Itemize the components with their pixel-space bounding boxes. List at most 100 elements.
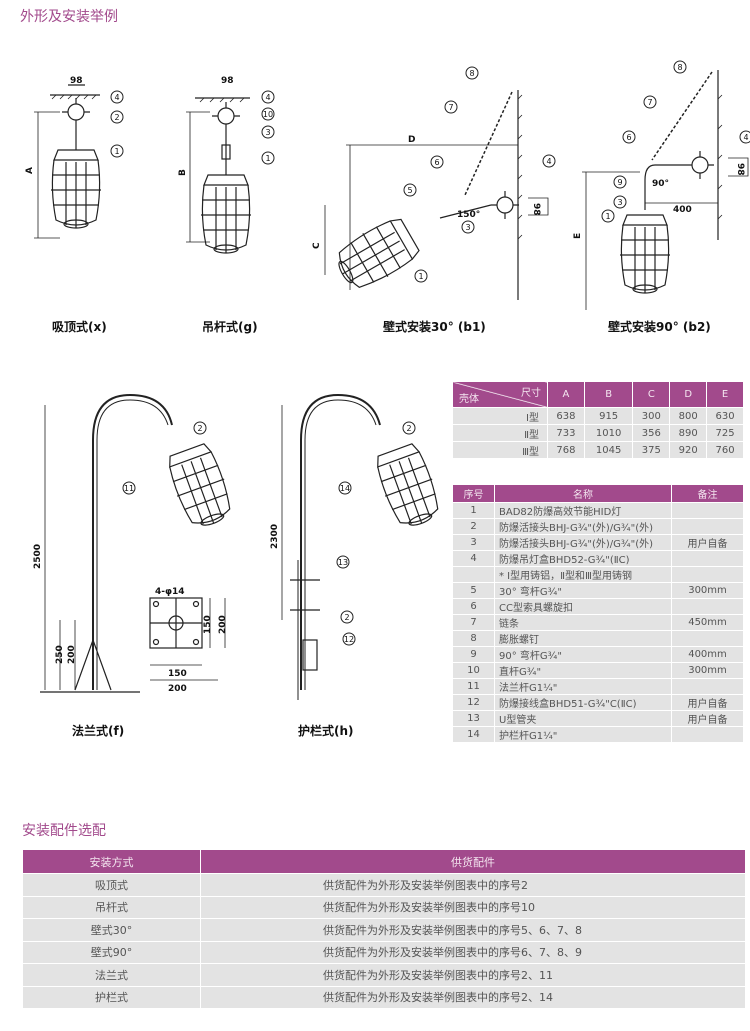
svg-text:98: 98 xyxy=(735,163,745,176)
svg-text:98: 98 xyxy=(531,203,541,216)
callout-circles xyxy=(110,60,750,646)
svg-text:8: 8 xyxy=(677,63,682,72)
svg-text:2500: 2500 xyxy=(33,544,43,569)
part-name: 护栏杆G1¼" xyxy=(494,726,672,743)
part-no: 13 xyxy=(452,710,495,727)
diagram-flange-mount xyxy=(40,393,238,693)
dim-corner: 尺寸 壳体 xyxy=(452,381,548,408)
svg-text:C: C xyxy=(312,242,322,249)
table-row: * Ⅰ型用铸铝，Ⅱ型和Ⅲ型用铸钢 xyxy=(452,566,744,583)
svg-text:E: E xyxy=(573,233,583,239)
diagram-wall-30 xyxy=(324,90,549,300)
table-row: 护栏式供货配件为外形及安装举例图表中的序号2、14 xyxy=(22,985,746,1009)
part-name: 防爆活接头BHJ-G¾"(外)/G¾"(外) xyxy=(494,518,672,535)
part-no: 2 xyxy=(452,518,495,535)
part-name: 防爆接线盒BHD51-G¾"C(ⅡC) xyxy=(494,694,672,711)
part-no xyxy=(452,566,495,583)
part-no: 4 xyxy=(452,550,495,567)
part-name: BAD82防爆高效节能HID灯 xyxy=(494,502,672,519)
svg-text:12: 12 xyxy=(344,635,354,644)
svg-text:13: 13 xyxy=(338,558,348,567)
supplied-parts: 供货配件为外形及安装举例图表中的序号5、6、7、8 xyxy=(200,918,746,942)
table-row: 壁式90°供货配件为外形及安装举例图表中的序号6、7、8、9 xyxy=(22,940,746,964)
part-no: 1 xyxy=(452,502,495,519)
install-method: 吊杆式 xyxy=(22,895,201,919)
part-name: 法兰杆G1¼" xyxy=(494,678,672,695)
diagram-railing-mount xyxy=(281,393,446,700)
install-method: 壁式90° xyxy=(22,940,201,964)
part-no: 9 xyxy=(452,646,495,663)
part-note xyxy=(671,630,744,647)
install-method: 吸顶式 xyxy=(22,873,201,897)
svg-text:2300: 2300 xyxy=(270,524,280,549)
table-row: 法兰式供货配件为外形及安装举例图表中的序号2、11 xyxy=(22,963,746,987)
svg-text:7: 7 xyxy=(448,103,453,112)
svg-text:3: 3 xyxy=(465,223,470,232)
svg-text:400: 400 xyxy=(673,205,692,215)
svg-text:200: 200 xyxy=(67,645,77,664)
svg-text:150: 150 xyxy=(168,669,187,679)
svg-text:250: 250 xyxy=(55,645,65,664)
part-no: 3 xyxy=(452,534,495,551)
supplied-parts: 供货配件为外形及安装举例图表中的序号6、7、8、9 xyxy=(200,940,746,964)
diagram-ceiling-mount xyxy=(34,84,102,239)
part-name: U型管夹 xyxy=(494,710,672,727)
supplied-parts: 供货配件为外形及安装举例图表中的序号2、14 xyxy=(200,985,746,1009)
svg-text:150: 150 xyxy=(203,615,213,634)
diagram-pendant-rod xyxy=(186,97,252,254)
part-note: 450mm xyxy=(671,614,744,631)
part-name: 90° 弯杆G¾" xyxy=(494,646,672,663)
svg-text:1: 1 xyxy=(418,272,423,281)
supplied-parts: 供货配件为外形及安装举例图表中的序号2 xyxy=(200,873,746,897)
svg-text:5: 5 xyxy=(407,186,412,195)
part-note xyxy=(671,518,744,535)
section-title-outline: 外形及安装举例 xyxy=(20,9,118,25)
svg-text:2: 2 xyxy=(197,424,202,433)
svg-text:98: 98 xyxy=(221,76,234,86)
part-no: 8 xyxy=(452,630,495,647)
svg-text:2: 2 xyxy=(114,113,119,122)
svg-text:14: 14 xyxy=(340,484,350,493)
svg-text:11: 11 xyxy=(124,484,134,493)
part-note xyxy=(671,726,744,743)
part-no: 5 xyxy=(452,582,495,599)
part-name: 链条 xyxy=(494,614,672,631)
part-no: 7 xyxy=(452,614,495,631)
supplied-parts: 供货配件为外形及安装举例图表中的序号10 xyxy=(200,895,746,919)
svg-text:4: 4 xyxy=(114,93,119,102)
part-note xyxy=(671,678,744,695)
svg-text:2: 2 xyxy=(406,424,411,433)
part-name: CC型索具螺旋扣 xyxy=(494,598,672,615)
svg-text:9: 9 xyxy=(617,178,622,187)
svg-text:98: 98 xyxy=(70,76,83,86)
install-method: 壁式30° xyxy=(22,918,201,942)
svg-text:200: 200 xyxy=(168,684,187,694)
caption-flange: 法兰式(f) xyxy=(72,724,125,738)
part-note xyxy=(671,502,744,519)
part-name: 膨胀螺钉 xyxy=(494,630,672,647)
part-note xyxy=(671,566,744,583)
svg-text:3: 3 xyxy=(265,128,270,137)
svg-text:3: 3 xyxy=(617,198,622,207)
svg-text:8: 8 xyxy=(469,69,474,78)
svg-text:4: 4 xyxy=(265,93,270,102)
svg-text:200: 200 xyxy=(218,615,228,634)
part-no: 6 xyxy=(452,598,495,615)
svg-text:10: 10 xyxy=(263,110,273,119)
svg-text:1: 1 xyxy=(265,154,270,163)
svg-text:B: B xyxy=(178,169,188,176)
